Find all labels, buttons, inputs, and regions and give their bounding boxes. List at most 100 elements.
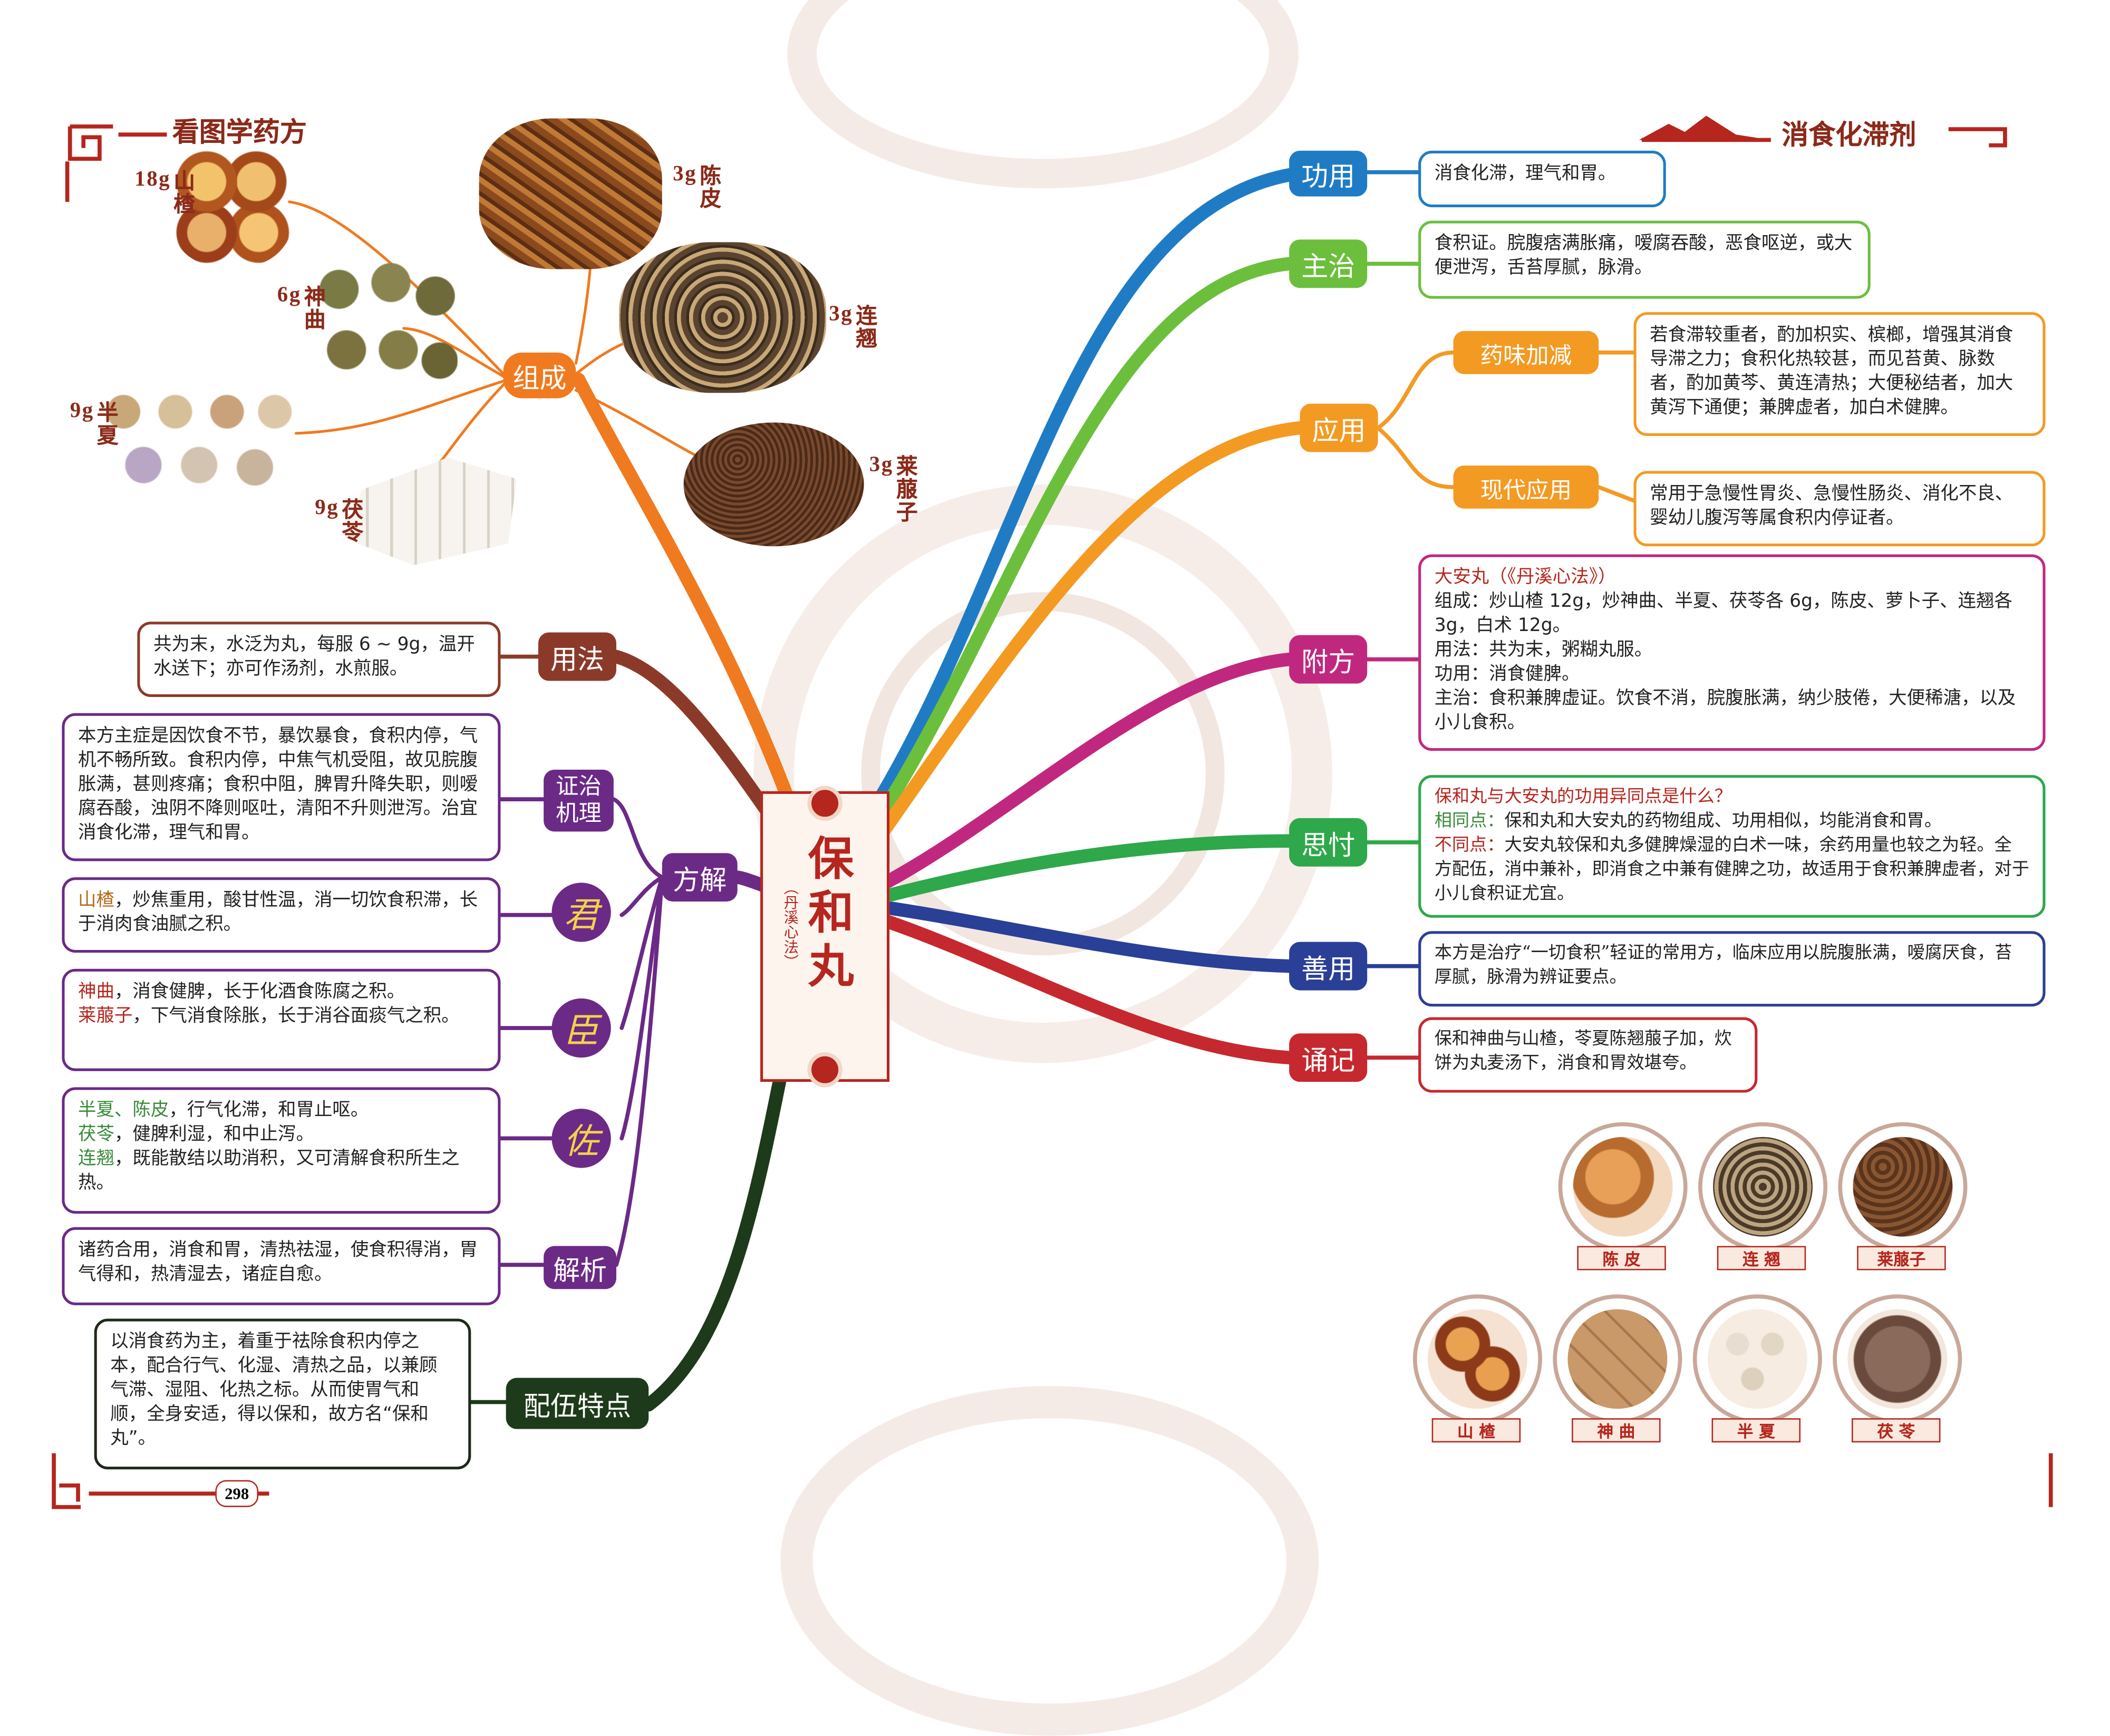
shanyong-box: 本方是治疗“一切食积”轻证的常用方，临床应用以脘腹胀满，嗳腐厌食，苔厚腻，脉滑为…	[1418, 931, 2046, 1007]
peiwu-box: 以消食药为主，着重于祛除食积内停之本，配合行气、化湿、清热之品，以兼顾气滞、湿阻…	[94, 1318, 471, 1470]
fufang-line1: 组成：炒山楂 12g，炒神曲、半夏、茯苓各 6g，陈皮、萝卜子、连翘各 3g，白…	[1434, 590, 2012, 637]
page-number: 298	[215, 1480, 259, 1507]
right-header-title: 消食化滞剂	[1782, 118, 1917, 151]
branch-songji	[881, 915, 1296, 1064]
zhengzhi-text: 本方主症是因饮食不节，暴饮暴食，食积内停，气机不畅所致。食积内停，中焦气机受阻，…	[78, 725, 478, 844]
songji-box: 保和神曲与山楂，苓夏陈翘菔子加，炊饼为丸麦汤下，消食和胃效堪夸。	[1418, 1017, 1758, 1093]
jun-herb: 山楂	[78, 889, 114, 911]
thumb-label-shenqu: 神 曲	[1572, 1418, 1661, 1443]
zhengzhi-box: 本方主症是因饮食不节，暴饮暴食，食积内停，气机不畅所致。食积内停，中焦气机受阻，…	[62, 713, 501, 861]
jun-box: 山楂，炒焦重用，酸甘性温，消一切饮食积滞，长于消肉食油腻之积。	[62, 877, 501, 953]
branch-yongfa	[609, 649, 790, 841]
node-xiandai: 现代应用	[1453, 465, 1599, 509]
center-node: 保和丸 （丹溪心法）	[760, 785, 890, 1088]
thumb-label-laifuzi: 莱菔子	[1857, 1246, 1946, 1271]
node-jiajian: 药味加减	[1453, 331, 1599, 374]
center-source: （丹溪心法）	[781, 880, 800, 969]
chen-box: 神曲，消食健脾，长于化酒食陈腐之积。 莱菔子，下气消食除胀，长于消谷面痰气之积。	[62, 968, 501, 1071]
thumb-label-shanzha: 山 楂	[1431, 1418, 1521, 1443]
herb-image-laifuzi	[683, 422, 864, 547]
jiajian-text: 若食滞较重者，酌加枳实、槟榔，增强其消食导滞之力；食积化热较甚，而见苔黄、脉数者…	[1650, 324, 2014, 419]
fufang-box: 大安丸（《丹溪心法》） 组成：炒山楂 12g，炒神曲、半夏、茯苓各 6g，陈皮、…	[1418, 554, 2046, 751]
zuo-herb2: 茯苓	[78, 1123, 114, 1146]
node-yongfa: 用法	[538, 632, 616, 681]
zuo-text2: ，健脾利湿，和中止泻。	[114, 1123, 314, 1146]
yongfa-box: 共为末，水泛为丸，每服 6 ~ 9g，温开水送下；亦可作汤剂，水煎服。	[137, 622, 501, 697]
songji-text: 保和神曲与山楂，苓夏陈翘菔子加，炊饼为丸麦汤下，消食和胃效堪夸。	[1434, 1029, 1732, 1074]
node-gongyong: 功用	[1289, 150, 1368, 197]
center-top-dot	[807, 785, 843, 821]
node-shanyong: 善用	[1289, 942, 1368, 991]
branch-gongyong	[868, 168, 1296, 814]
thumb-chenpi	[1558, 1122, 1688, 1252]
chen-text1: ，消食健脾，长于化酒食陈腐之积。	[114, 981, 405, 1003]
zhuzhi-box: 食积证。脘腹痞满胀痛，嗳腐吞酸，恶食呕逆，或大便泄泻，舌苔厚腻，脉滑。	[1418, 220, 1871, 299]
herb-image-chenpi	[479, 118, 662, 269]
chen-herb2: 莱菔子	[78, 1005, 133, 1027]
xiandai-text: 常用于急慢性胃炎、急慢性肠炎、消化不良、婴幼儿腹泻等属食积内停证者。	[1650, 483, 2014, 529]
thumb-shenqu	[1553, 1294, 1682, 1424]
node-songji: 诵记	[1289, 1033, 1368, 1082]
node-zhuzhi: 主治	[1289, 239, 1368, 288]
shanyong-text: 本方是治疗“一切食积”轻证的常用方，临床应用以脘腹胀满，嗳腐厌食，苔厚腻，脉滑为…	[1434, 943, 2012, 988]
fufang-line3: 功用：消食健脾。	[1434, 663, 1580, 685]
chen-text2: ，下气消食除胀，长于消谷面痰气之积。	[132, 1005, 460, 1027]
peiwu-text: 以消食药为主，着重于祛除食积内停之本，配合行气、化湿、清热之品，以兼顾气滞、湿阻…	[110, 1331, 438, 1449]
branch-shanyong	[884, 901, 1296, 973]
branch-zhuzhi	[870, 257, 1296, 828]
thumb-label-banxia: 半 夏	[1711, 1418, 1801, 1443]
herb-image-shenqu	[309, 255, 458, 391]
node-peiwu: 配伍特点	[506, 1378, 649, 1429]
stamp-zuo: 佐	[551, 1109, 611, 1168]
fufang-line4: 主治：食积兼脾虚证。饮食不消，脘腹胀满，纳少肢倦，大便稀溏，以及小儿食积。	[1434, 687, 2016, 734]
zuo-herb3: 连翘	[78, 1148, 114, 1170]
zuo-box: 半夏、陈皮，行气化滞，和胃止呕。 茯苓，健脾利湿，和中止泻。 连翘，既能散结以助…	[62, 1087, 501, 1214]
stamp-jun: 君	[551, 882, 611, 942]
thumb-shanzha	[1412, 1294, 1542, 1424]
zuo-text3: ，既能散结以助消积，又可清解食积所生之热。	[78, 1148, 460, 1194]
yongfa-text: 共为末，水泛为丸，每服 6 ~ 9g，温开水送下；亦可作汤剂，水煎服。	[153, 634, 475, 680]
herb-image-lianqiao	[619, 242, 827, 393]
sicun-question: 保和丸与大安丸的功用异同点是什么？	[1434, 787, 1732, 808]
thumb-label-lianqiao: 连 翘	[1717, 1246, 1806, 1271]
node-fufang: 附方	[1289, 635, 1368, 684]
xiandai-box: 常用于急慢性胃炎、急慢性肠炎、消化不良、婴幼儿腹泻等属食积内停证者。	[1633, 471, 2046, 547]
zhuzhi-text: 食积证。脘腹痞满胀痛，嗳腐吞酸，恶食呕逆，或大便泄泻，舌苔厚腻，脉滑。	[1434, 232, 1853, 279]
thumb-label-fuling: 茯 苓	[1851, 1418, 1941, 1443]
thumb-fuling	[1833, 1294, 1962, 1424]
node-zucheng: 组成	[503, 352, 576, 399]
sicun-diff: 大安丸较保和丸多健脾燥湿的白术一味，余药用量也较之为轻。全方配伍，消中兼补，即消…	[1434, 836, 2029, 905]
jiexi-text: 诸药合用，消食和胃，清热祛湿，使食积得消，胃气得和，热清湿去，诸症自愈。	[78, 1239, 478, 1285]
sicun-same-label: 相同点：	[1434, 811, 1505, 832]
sicun-box: 保和丸与大安丸的功用异同点是什么？ 相同点：保和丸和大安丸的药物组成、功用相似，…	[1418, 775, 2046, 918]
herb-image-shanzha	[169, 145, 294, 267]
branch-fufang	[881, 652, 1296, 888]
thumb-lianqiao	[1698, 1122, 1828, 1252]
stamp-chen: 臣	[551, 998, 611, 1058]
left-header-title: 看图学药方	[172, 115, 307, 148]
gongyong-box: 消食化滞，理气和胃。	[1418, 150, 1666, 208]
zuo-herb1: 半夏、陈皮	[78, 1099, 169, 1121]
zuo-text1: ，行气化滞，和胃止呕。	[169, 1099, 369, 1121]
chen-herb1: 神曲	[78, 981, 114, 1003]
mountain-decoration	[1639, 115, 1771, 140]
jiexi-box: 诸药合用，消食和胃，清热祛湿，使食积得消，胃气得和，热清湿去，诸症自愈。	[62, 1227, 501, 1305]
branch-lines	[52, 115, 2053, 1509]
branch-sicun	[884, 834, 1296, 902]
node-zhengzhi: 证治机理	[544, 769, 614, 832]
node-yingyong: 应用	[1300, 403, 1378, 452]
thumb-label-chenpi: 陈 皮	[1577, 1246, 1666, 1271]
branch-yingyong	[874, 421, 1307, 841]
herb-image-banxia	[99, 382, 299, 501]
branch-zucheng	[572, 373, 798, 814]
branch-peiwu	[642, 1056, 790, 1412]
sicun-diff-label: 不同点：	[1434, 836, 1505, 856]
